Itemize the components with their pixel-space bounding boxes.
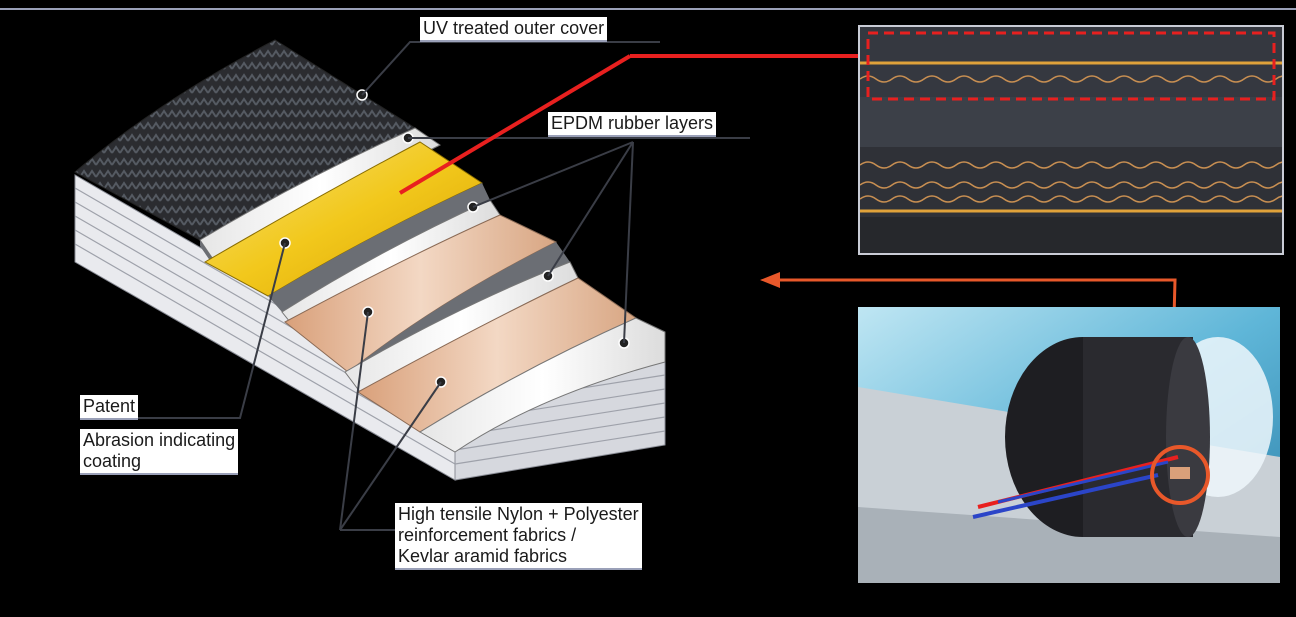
label-fabrics: High tensile Nylon + Polyester reinforce… [395,503,642,570]
highlight-box [866,31,1276,101]
seal-highlight-circle [1150,445,1210,505]
fabric-line-2: reinforcement fabrics / [398,525,577,545]
label-uv-outer-cover: UV treated outer cover [420,17,608,42]
label-patent: Patent [80,395,139,420]
grey-step-1 [268,183,490,312]
label-epdm-rubber: EPDM rubber layers [548,112,717,137]
abrasion-line-2: coating [83,451,142,471]
tank-seal-installation-photo [858,307,1280,583]
label-abrasion: Abrasion indicating coating [80,429,239,475]
fabric-line-3: Kevlar aramid fabrics [398,546,568,566]
abrasion-line-1: Abrasion indicating [83,430,236,450]
red-pointer [398,54,866,195]
fabric-line-1: High tensile Nylon + Polyester [398,504,639,524]
belt-cross-section-photo [858,25,1284,255]
top-rule [0,8,1296,10]
callout-dots [279,89,630,388]
white-layer-4 [419,317,666,453]
